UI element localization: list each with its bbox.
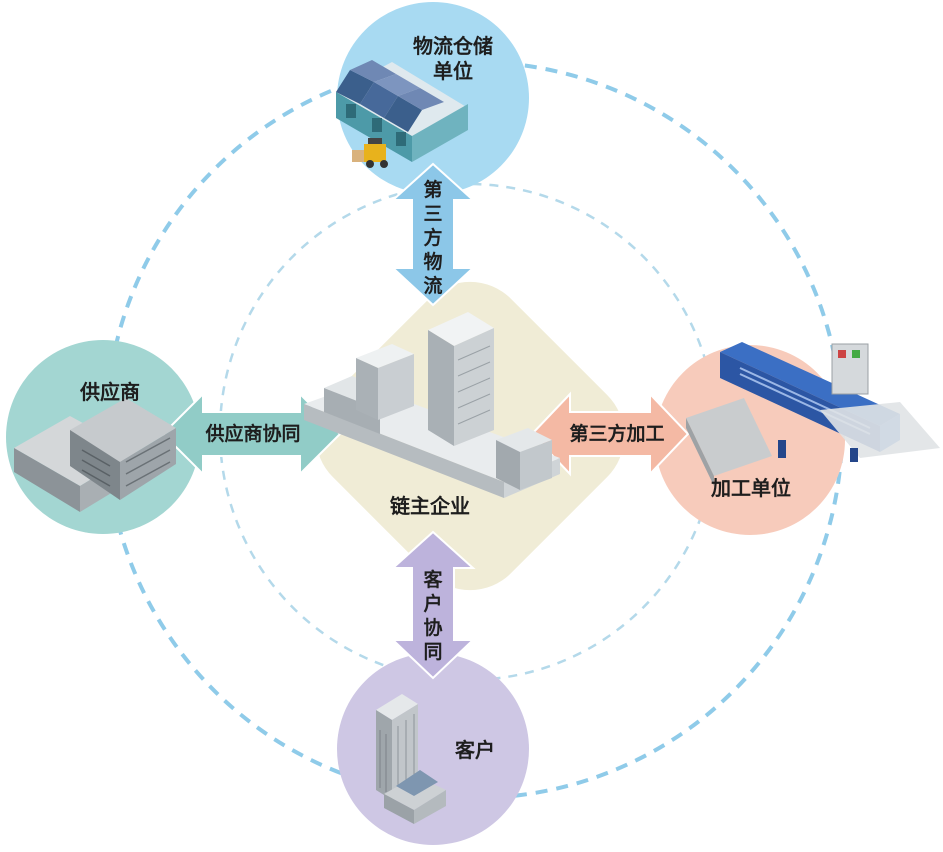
logistics-arrow: [390, 162, 476, 307]
supplier-arrow-label: 供应商协同: [205, 423, 301, 445]
center-label: 链主企业: [390, 494, 470, 518]
logistics-label-line1: 物流仓储: [413, 34, 493, 58]
roll-forming-machine-illustration: [686, 342, 940, 486]
supplier-node-label: 供应商: [80, 380, 140, 404]
customer-tower-illustration: [376, 694, 446, 824]
logistics-node-label: 物流仓储 单位: [398, 34, 508, 84]
supplier-factory-illustration: [14, 398, 176, 512]
processing-node-label: 加工单位: [711, 476, 791, 500]
headquarters-illustration: [304, 312, 560, 498]
logistics-label-line2: 单位: [433, 59, 473, 83]
customer-node-label: 客户: [455, 738, 495, 762]
processing-arrow: [530, 391, 690, 477]
warehouse-illustration: [336, 60, 468, 168]
processing-arrow-label: 第三方加工: [569, 423, 665, 445]
logistics-arrow-label: 第三方物流: [423, 179, 443, 297]
customer-arrow: [390, 530, 476, 680]
customer-arrow-label: 客户协同: [423, 569, 443, 663]
